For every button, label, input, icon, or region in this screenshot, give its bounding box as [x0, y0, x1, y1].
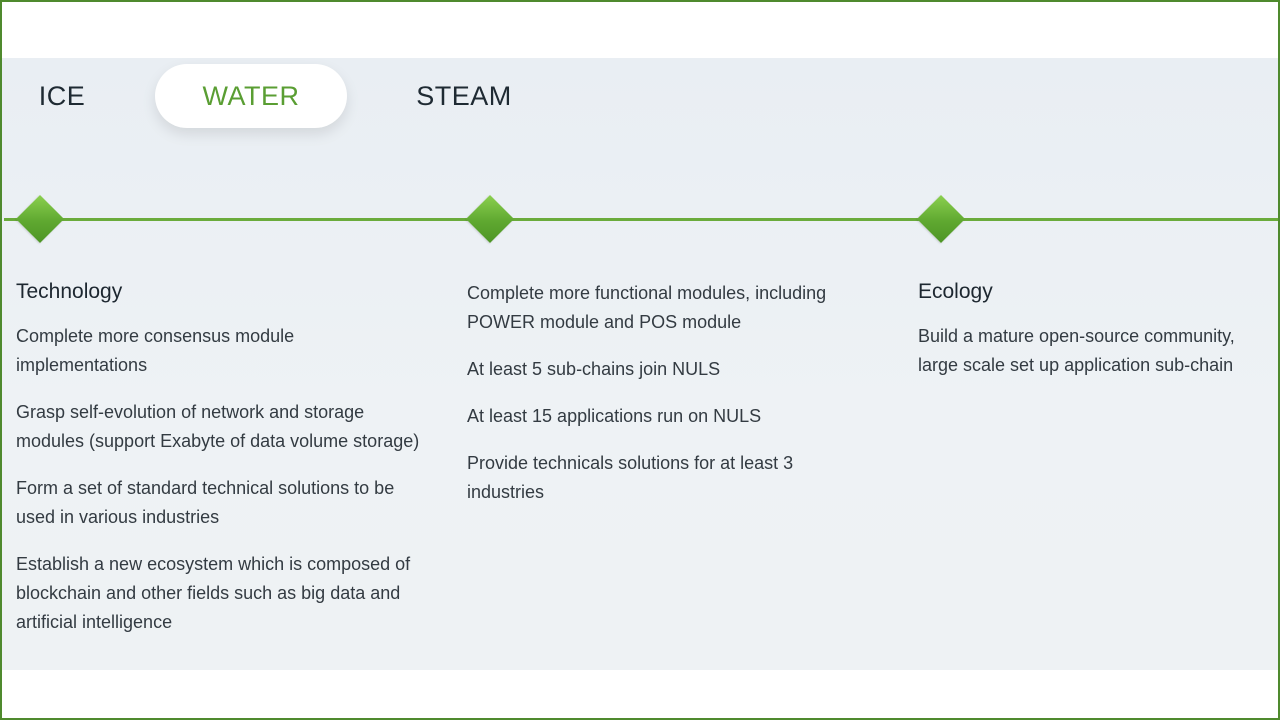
- list-item: Establish a new ecosystem which is compo…: [16, 554, 411, 632]
- list-item: At least 15 applications run on NULS: [467, 406, 762, 426]
- list-item: Complete more functional modules, includ…: [467, 283, 827, 332]
- tab-steam[interactable]: STEAM: [416, 81, 512, 111]
- tab-water[interactable]: WATER: [155, 64, 347, 128]
- tab-ice[interactable]: ICE: [38, 81, 86, 111]
- list-item: Provide technicals solutions for at leas…: [467, 453, 794, 502]
- column-heading: Ecology: [918, 280, 993, 303]
- timeline-line: [4, 218, 1278, 221]
- list-item: Grasp self-evolution of network and stor…: [16, 402, 420, 451]
- roadmap-panel: [2, 58, 1278, 670]
- column-milestones: Complete more functional modules, includ…: [467, 280, 867, 525]
- column-heading: Technology: [16, 280, 123, 303]
- list-item: Form a set of standard technical solutio…: [16, 478, 395, 527]
- column-technology: Technology Complete more consensus modul…: [16, 280, 426, 655]
- list-item: Complete more consensus module implement…: [16, 326, 295, 375]
- list-item: At least 5 sub-chains join NULS: [467, 359, 721, 379]
- column-ecology: Ecology Build a mature open-source commu…: [918, 280, 1278, 398]
- list-item: Build a mature open-source community, la…: [918, 326, 1235, 375]
